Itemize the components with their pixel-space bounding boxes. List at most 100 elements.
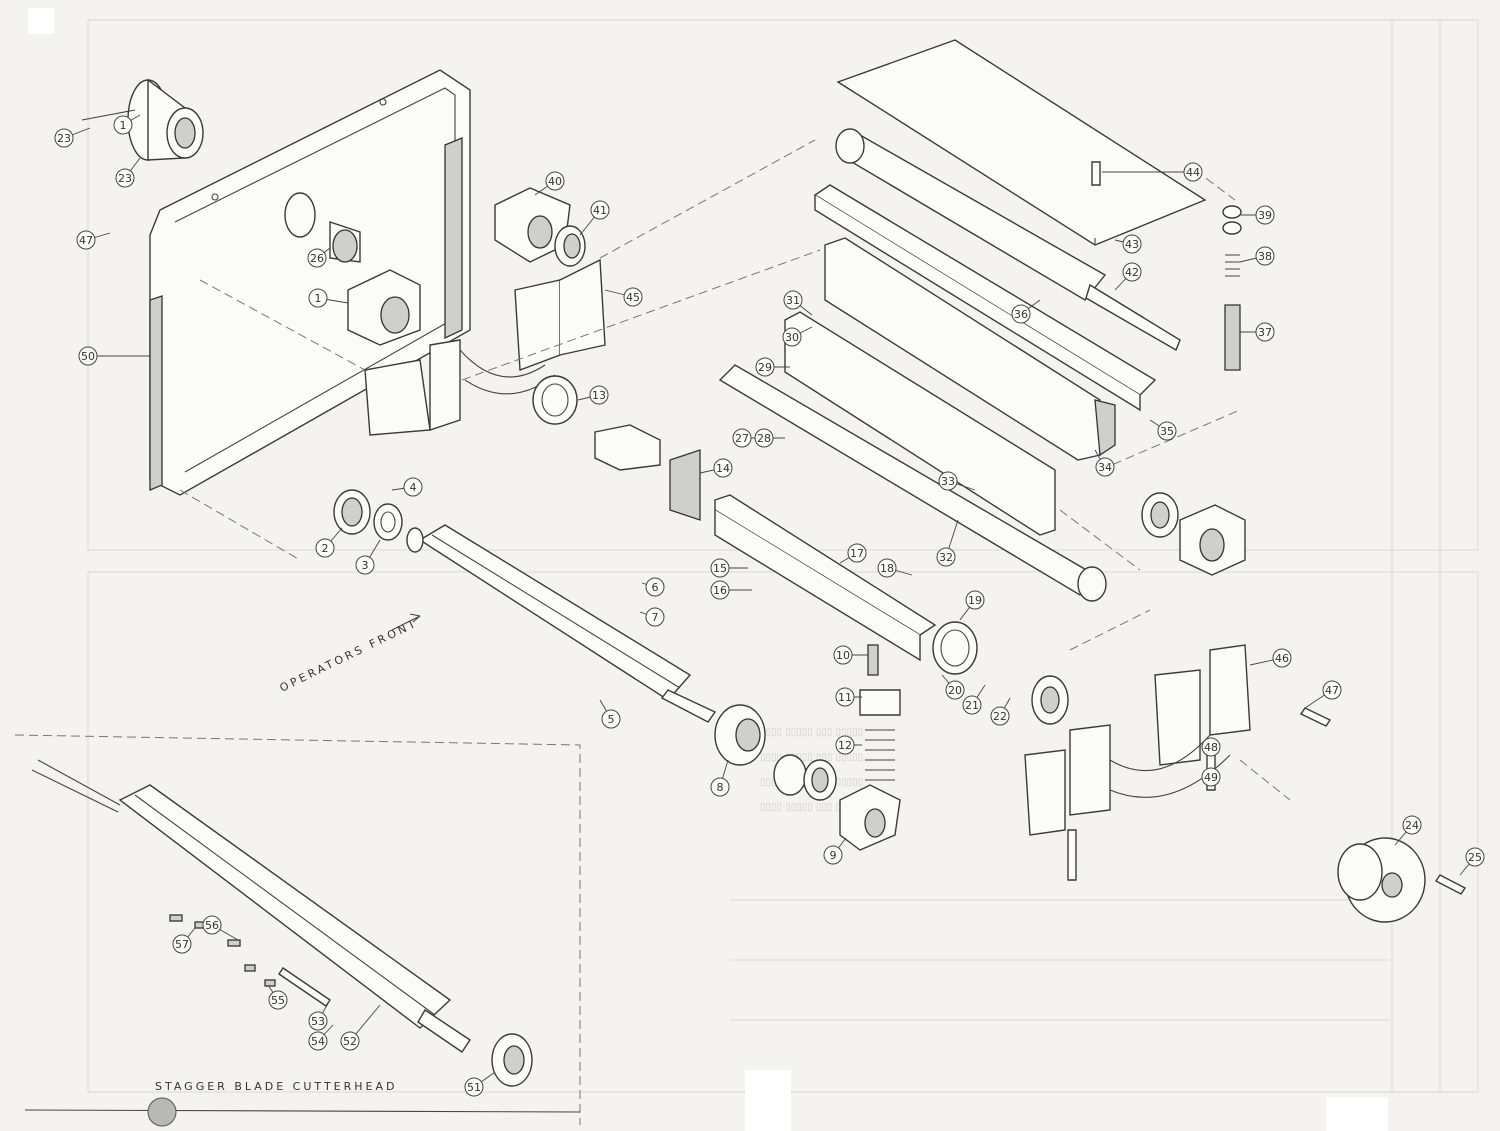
callout-number: 22 xyxy=(993,710,1007,723)
callout-circle xyxy=(1122,262,1142,282)
callout-number: 8 xyxy=(717,781,724,794)
block-part-14 xyxy=(594,424,701,521)
callout-number: 56 xyxy=(205,919,219,932)
callout-30: 30 xyxy=(782,326,813,347)
svg-text:▯▯▯▯ ▯▯▯▯▯ ▯▯▯ ▯▯▯▯▯: ▯▯▯▯ ▯▯▯▯▯ ▯▯▯ ▯▯▯▯▯ xyxy=(760,752,863,763)
callout-4: 4 xyxy=(391,477,423,497)
callout-number: 44 xyxy=(1186,166,1200,179)
callout-circle xyxy=(938,471,958,491)
callout-circle xyxy=(965,590,985,610)
bearing-part-2-top xyxy=(333,489,371,535)
callout-circle xyxy=(877,558,897,578)
callout-circle xyxy=(754,428,774,448)
callout-number: 54 xyxy=(311,1035,325,1048)
callout-number: 30 xyxy=(785,331,799,344)
callout-53: 53 xyxy=(308,999,331,1031)
callout-circle xyxy=(1157,421,1177,441)
yoke-bracket-part-46 xyxy=(1024,644,1251,836)
callout-number: 47 xyxy=(1325,684,1339,697)
callout-circle xyxy=(1183,162,1203,182)
callout-number: 21 xyxy=(965,699,979,712)
callout-39: 39 xyxy=(1240,205,1275,225)
callout-14: 14 xyxy=(699,458,733,478)
callout-circle xyxy=(403,477,423,497)
callout-circle xyxy=(1322,680,1342,700)
callout-8: 8 xyxy=(710,759,730,797)
callout-number: 10 xyxy=(836,649,850,662)
callout-35: 35 xyxy=(1149,419,1177,441)
callout-46: 46 xyxy=(1249,648,1292,668)
callout-number: 13 xyxy=(592,389,606,402)
callout-number: 1 xyxy=(120,119,127,132)
bearing-part-41-right xyxy=(1141,492,1179,538)
callout-circle xyxy=(308,1031,328,1051)
callout-number: 37 xyxy=(1258,326,1272,339)
bearing-block-part-40-top xyxy=(494,187,571,263)
callout-circle xyxy=(315,538,335,558)
callout-23: 23 xyxy=(115,157,141,188)
callout-number: 20 xyxy=(948,684,962,697)
callout-1: 1 xyxy=(113,114,141,135)
callout-circle xyxy=(54,128,74,148)
callout-33: 33 xyxy=(938,471,976,491)
callout-number: 12 xyxy=(838,739,852,752)
callout-34: 34 xyxy=(1094,449,1115,477)
callout-29: 29 xyxy=(755,357,790,377)
bearing-part-2-bottom xyxy=(803,759,837,801)
ring-part-13 xyxy=(532,375,578,425)
bottom-marker-left xyxy=(745,1070,791,1131)
callout-number: 5 xyxy=(608,713,615,726)
callout-10: 10 xyxy=(833,645,868,665)
callout-number: 6 xyxy=(652,581,659,594)
callout-number: 55 xyxy=(271,994,285,1007)
callout-circle xyxy=(710,558,730,578)
callout-19: 19 xyxy=(959,590,985,621)
stud-assembly-part-37-39 xyxy=(1222,205,1242,371)
callout-number: 48 xyxy=(1204,741,1218,754)
callout-44: 44 xyxy=(1102,162,1203,182)
infeed-roll-part-27 xyxy=(718,364,1107,602)
callout-circle xyxy=(601,709,621,729)
svg-text:▯▯▯▯ ▯▯▯▯▯ ▯▯▯ ▯▯▯▯▯: ▯▯▯▯ ▯▯▯▯▯ ▯▯▯ ▯▯▯▯▯ xyxy=(760,802,863,813)
callout-13: 13 xyxy=(577,385,609,405)
bearing-block-part-40-right xyxy=(1179,504,1246,576)
callout-49: 49 xyxy=(1201,767,1221,787)
callout-circle xyxy=(1255,322,1275,342)
cutterhead-part-5 xyxy=(406,524,717,723)
callout-circle xyxy=(1465,847,1485,867)
callout-22: 22 xyxy=(990,697,1011,726)
callout-57: 57 xyxy=(172,927,196,954)
callout-labels: 1234567891011121314151617181920212223242… xyxy=(54,114,1485,1097)
callout-21: 21 xyxy=(962,684,986,715)
callout-circle xyxy=(847,543,867,563)
callout-2: 2 xyxy=(315,527,343,558)
callout-circle xyxy=(962,695,982,715)
callout-circle xyxy=(307,248,327,268)
callout-45: 45 xyxy=(604,287,643,307)
callout-52: 52 xyxy=(340,1004,381,1051)
callout-24: 24 xyxy=(1394,815,1422,846)
gear-part-8 xyxy=(714,704,766,766)
callout-number: 33 xyxy=(941,475,955,488)
callout-number: 3 xyxy=(362,559,369,572)
callout-circle xyxy=(732,428,752,448)
callout-number: 40 xyxy=(548,175,562,188)
operators-front-arrow xyxy=(391,613,421,631)
lower-bar-part-17 xyxy=(714,494,937,662)
callout-circle xyxy=(710,777,730,797)
callout-18: 18 xyxy=(877,558,913,578)
callout-56: 56 xyxy=(202,915,239,941)
bearing-part-41-top xyxy=(554,225,586,267)
callout-12: 12 xyxy=(835,735,862,755)
callout-31: 31 xyxy=(783,290,813,316)
callout-circle xyxy=(115,168,135,188)
callout-circle xyxy=(1122,234,1142,254)
callout-circle xyxy=(783,290,803,310)
callout-48: 48 xyxy=(1201,737,1221,757)
flange-part-24 xyxy=(1337,837,1426,923)
callout-number: 19 xyxy=(968,594,982,607)
collar-part-3-top xyxy=(373,503,403,541)
callout-5: 5 xyxy=(599,699,621,729)
callout-32: 32 xyxy=(936,519,959,567)
